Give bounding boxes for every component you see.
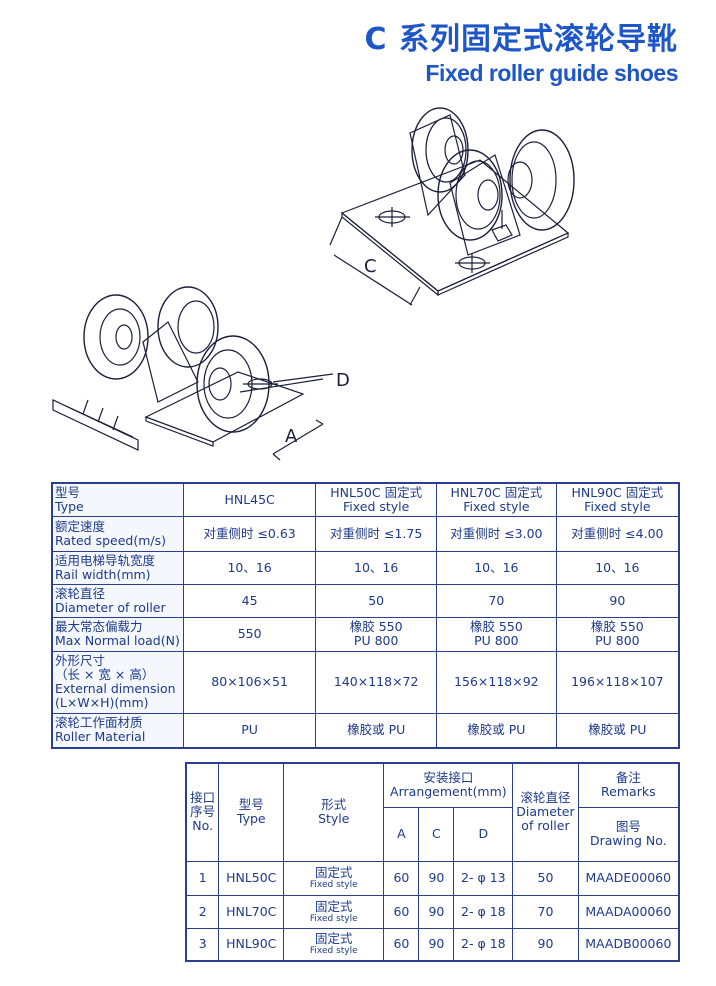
row-label: 外形尺寸（长 × 宽 × 高）External dimension(L×W×H)… [51,650,184,714]
table-cell: 90 [418,860,455,896]
table-cell: HNL50C [218,860,285,896]
table-cell: 2- φ 18 [453,927,514,962]
table-cell: 156×118×92 [436,650,557,714]
table-cell: MAADB00060 [577,927,680,962]
table-cell: 50 [315,583,438,618]
table-cell: HNL90C [218,927,285,962]
table-cell: 70 [436,583,557,618]
dimension-d-label: D [336,370,350,391]
page-title-en: Fixed roller guide shoes [425,60,678,86]
table-cell: 90 [418,894,455,929]
table-cell: 196×118×107 [555,650,680,714]
table-cell: 60 [383,894,420,929]
table-cell: 对重侧时 ≤4.00 [555,515,680,552]
table-cell: 140×118×72 [315,650,438,714]
table-cell: 90 [512,927,579,962]
table-cell: 3 [185,927,220,962]
roller-guide-shoe-drawing-bottom: D A [52,286,350,461]
roller-wheel [437,149,503,241]
base-plate-outline [144,371,305,443]
col-header-a: A [383,806,420,862]
table-cell: 10、16 [182,550,317,585]
table-row: 外形尺寸（长 × 宽 × 高）External dimension(L×W×H)… [51,650,680,714]
table-cell: MAADE00060 [577,860,680,896]
table-cell: 2- φ 18 [453,894,514,929]
dimension-c-label: C [364,256,377,277]
table-cell: 80×106×51 [182,650,317,714]
col-header-c: C [418,806,455,862]
col-header: HNL45C [182,482,317,517]
table-cell: 2 [185,894,220,929]
table-cell: 橡胶或 PU [555,712,680,749]
table-cell: 10、16 [315,550,438,585]
table-cell: 10、16 [436,550,557,585]
table-cell: 2- φ 13 [453,860,514,896]
table-cell: PU [182,712,317,749]
table-cell: 对重侧时 ≤0.63 [182,515,317,552]
table-cell: 50 [512,860,579,896]
col-header-d: D [453,806,514,862]
table-cell: 对重侧时 ≤1.75 [315,515,438,552]
table-cell: 对重侧时 ≤3.00 [436,515,557,552]
table-cell: 70 [512,894,579,929]
roller-wheel [157,286,219,368]
table-cell: 90 [555,583,680,618]
dimension-a-label: A [285,426,298,447]
table-cell: 60 [383,927,420,962]
table-cell: 550 [182,616,317,652]
table-cell: HNL70C [218,894,285,929]
table-cell: 60 [383,860,420,896]
table-cell: 90 [418,927,455,962]
roller-wheel [83,294,149,380]
roller-wheel [196,335,270,433]
table-cell: 10、16 [555,550,680,585]
table-cell: 45 [182,583,317,618]
roller-wheel [509,129,575,231]
roller-guide-shoe-drawing-top: C [329,107,575,306]
table-cell: MAADA00060 [577,894,680,929]
table-cell: 橡胶或 PU [436,712,557,749]
table-cell: 1 [185,860,220,896]
page-title-cn: C 系列固定式滚轮导靴 [364,22,678,57]
table-cell: 橡胶或 PU [315,712,438,749]
